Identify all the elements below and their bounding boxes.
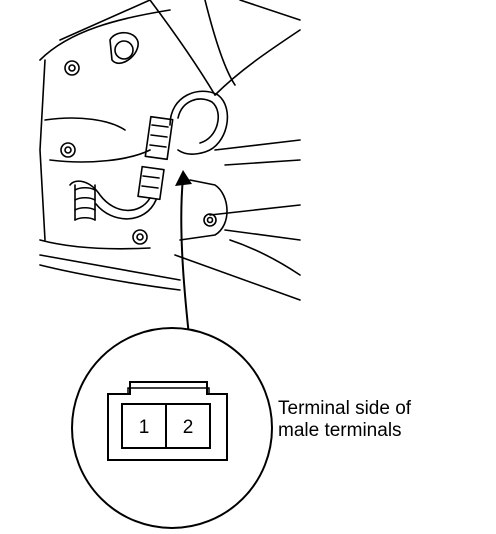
engine-bay-illustration (39, 0, 301, 301)
caption-line-1: Terminal side of (278, 398, 412, 419)
connector-housing (107, 381, 228, 461)
connector-caption: Terminal side of male terminals (278, 398, 478, 442)
inset-circle (71, 327, 273, 529)
connector-inset: 1 2 (71, 327, 273, 529)
pin-label-2: 2 (183, 417, 194, 438)
leader-arrow (175, 170, 192, 346)
pin-label-1: 1 (139, 417, 150, 438)
caption-line-2: male terminals (278, 420, 402, 441)
terminal-cavity-2 (165, 403, 211, 449)
